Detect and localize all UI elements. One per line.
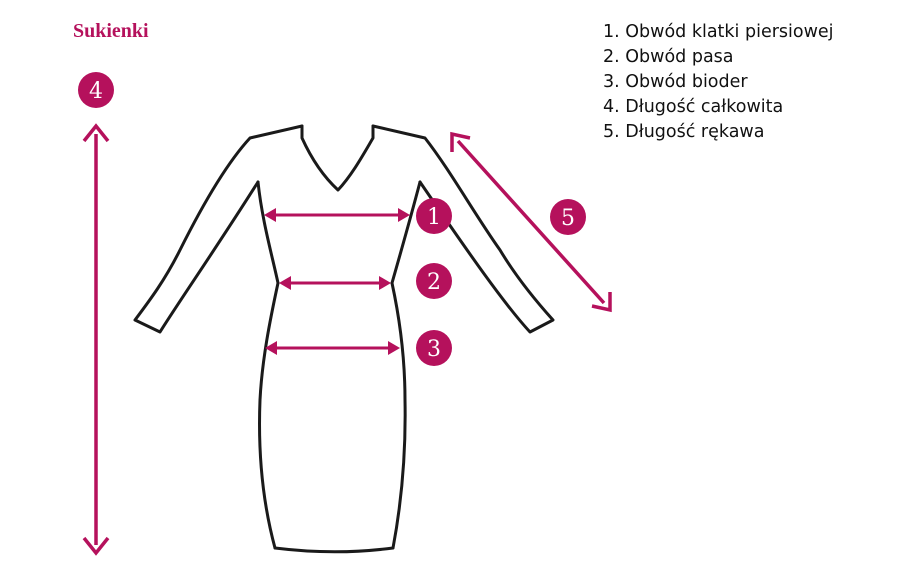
badge-2-label: 2 [427, 270, 441, 295]
badge-4: 4 [78, 72, 114, 108]
badge-4-label: 4 [89, 79, 103, 104]
dress-right-sleeve [371, 124, 555, 334]
waist-arrow [279, 276, 391, 290]
hips-arrow [265, 341, 400, 355]
chest-arrow [264, 208, 410, 222]
badge-2: 2 [416, 263, 452, 299]
legend-item-chest: 1. Obwód klatki piersiowej [603, 22, 834, 42]
dress-left-sleeve [133, 124, 304, 334]
badge-1: 1 [416, 198, 452, 234]
measurement-legend: 1. Obwód klatki piersiowej 2. Obwód pasa… [603, 20, 834, 145]
dress-left-side [256, 180, 280, 550]
legend-item-hips: 3. Obwód bioder [603, 72, 748, 92]
badge-1-label: 1 [427, 205, 441, 230]
badge-3: 3 [416, 330, 452, 366]
dress-hem [273, 546, 395, 554]
legend-item-total-length: 4. Długość całkowita [603, 97, 784, 117]
badge-5-label: 5 [561, 206, 575, 231]
page-title: Sukienki [73, 20, 149, 42]
badge-5: 5 [550, 199, 586, 235]
dress-right-side [390, 180, 422, 550]
dress-outline [133, 124, 555, 554]
legend-item-waist: 2. Obwód pasa [603, 47, 734, 67]
badge-3-label: 3 [427, 337, 441, 362]
sleeve-length-arrow [450, 131, 612, 313]
dress-neckline [300, 124, 375, 192]
legend-item-sleeve-length: 5. Długość rękawa [603, 122, 765, 142]
total-length-arrow [82, 123, 110, 556]
